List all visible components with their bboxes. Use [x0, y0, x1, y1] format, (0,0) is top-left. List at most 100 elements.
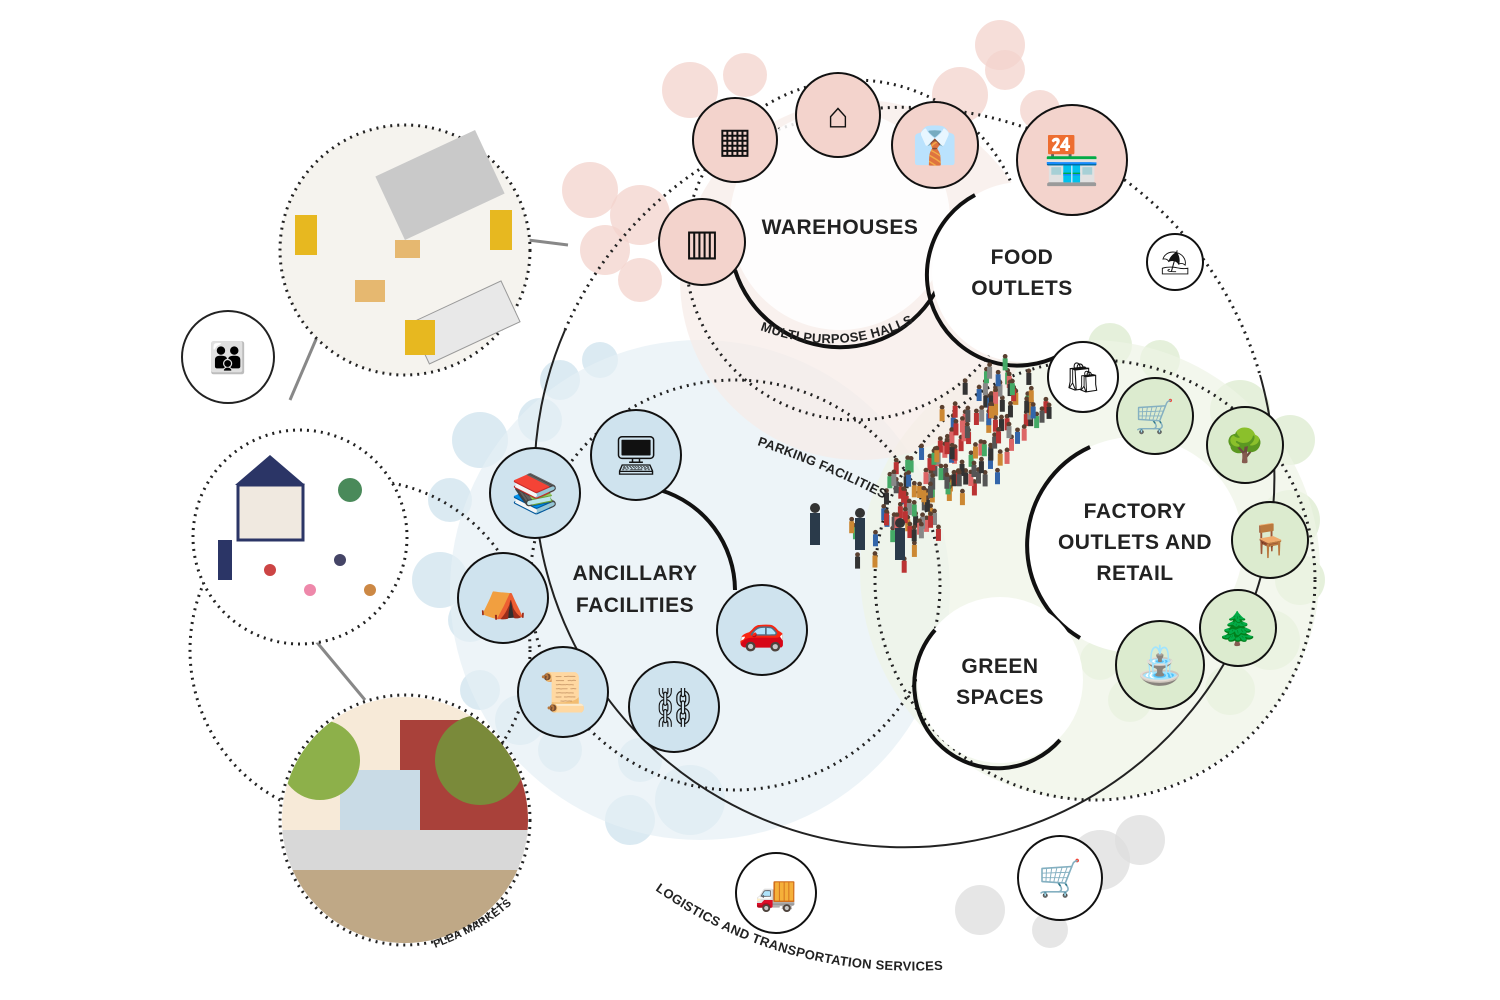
crowd-person: [902, 506, 908, 524]
factory-label-1: FACTORY: [1084, 500, 1187, 523]
crowd-person: [872, 529, 878, 547]
bubble: [610, 185, 670, 245]
bubble: [955, 885, 1005, 935]
flea-market-illustration: [278, 693, 532, 947]
crowd-person: [962, 378, 968, 395]
bubble: [985, 50, 1025, 90]
warehouse-building-icon: ⌂: [795, 72, 881, 158]
hand-trolley-icon: 🛒: [1017, 835, 1103, 921]
truck-icon: 🚚: [735, 852, 817, 934]
crowd-person: [993, 387, 999, 404]
crowd-person: [1002, 353, 1008, 371]
svg-text:📚: 📚: [511, 473, 559, 516]
crowd-person: [1028, 385, 1034, 403]
bubble: [723, 53, 767, 97]
crowd-person: [959, 488, 965, 506]
crowd-person: [1039, 406, 1045, 423]
crowd-person: [1004, 447, 1010, 464]
crowd-person: [976, 384, 982, 402]
crowd-person: [891, 469, 897, 486]
bubble: [580, 225, 630, 275]
svg-text:🪑: 🪑: [1250, 521, 1290, 559]
crowd-person: [872, 551, 878, 568]
crowd-person: [988, 444, 994, 461]
crowd-person: [881, 503, 887, 521]
crowd-person: [949, 442, 955, 460]
factory-label-2: OUTLETS AND: [1058, 531, 1212, 554]
svg-text:🛒: 🛒: [1038, 858, 1082, 899]
crowd-person: [928, 511, 934, 528]
warehouses-label: WAREHOUSES: [762, 216, 919, 239]
crowd-person: [1009, 378, 1015, 396]
svg-text:⛱: ⛱: [1160, 249, 1190, 276]
crowd-person: [911, 500, 917, 517]
crowd-person: [883, 509, 889, 526]
svg-text:👔: 👔: [912, 124, 958, 166]
food-label-1: FOOD: [991, 246, 1054, 269]
vehicle-parking-icon: 🚗: [716, 584, 808, 676]
crowd-person: [937, 436, 943, 453]
crowd-person: [953, 418, 959, 436]
crowd-person: [949, 427, 955, 444]
svg-text:🌲: 🌲: [1218, 609, 1258, 647]
svg-text:👪: 👪: [209, 340, 246, 375]
crowd-person: [1015, 427, 1021, 444]
svg-text:🚚: 🚚: [755, 875, 797, 913]
crowd-illustration: [810, 353, 1075, 573]
crowd-person: [959, 459, 965, 476]
svg-text:🚗: 🚗: [738, 610, 786, 653]
crowd-person: [1026, 368, 1032, 385]
zone-ancillary: [659, 488, 737, 591]
zone-green-spaces: [912, 597, 1083, 771]
crowd-person: [921, 485, 927, 503]
crowd-person: [887, 471, 893, 489]
connector: [313, 639, 367, 701]
crowd-person: [935, 524, 941, 541]
svg-text:⛲: ⛲: [1137, 644, 1184, 688]
crowd-person: [901, 486, 907, 503]
crowd-person: [893, 457, 899, 475]
bubble: [1115, 815, 1165, 865]
stage-icon: ⛺: [457, 552, 549, 644]
crowd-person: [978, 456, 984, 474]
svg-text:🛍: 🛍: [1064, 362, 1102, 395]
crowd-person: [924, 515, 930, 532]
svg-text:🌳: 🌳: [1225, 425, 1265, 464]
green-label-2: SPACES: [956, 686, 1044, 709]
tree-park-icon: 🌳: [1206, 406, 1284, 484]
crowd-person: [911, 524, 917, 542]
main-circle-dotted: [563, 105, 1262, 376]
connector: [527, 238, 569, 247]
crowd-person: [938, 463, 944, 481]
logistics-illustration: [278, 123, 532, 377]
crowd-person: [981, 439, 987, 457]
crowd-person: [944, 472, 950, 489]
crowd-person: [988, 401, 994, 418]
crowd-person: [944, 437, 950, 455]
zone-factory-outlets: [1025, 437, 1243, 653]
walking-person: [810, 503, 820, 545]
crowd-person: [906, 498, 912, 516]
library-icon: 📚: [489, 447, 581, 539]
crowd-person: [1046, 402, 1052, 419]
walking-person: [855, 508, 865, 550]
crowd-person: [1024, 396, 1030, 413]
bubble: [618, 258, 662, 302]
crowd-person: [855, 552, 861, 569]
svg-text:▦: ▦: [718, 121, 752, 161]
crowd-person: [994, 467, 1000, 485]
bubble: [428, 478, 472, 522]
crowd-person: [1021, 424, 1027, 441]
crowd-person: [996, 426, 1002, 444]
scroll-icon: 📜: [517, 646, 609, 738]
market-stall-illustration: [191, 428, 409, 646]
crowd-person: [934, 445, 940, 463]
crowd-person: [951, 469, 957, 487]
crowd-person: [992, 415, 998, 432]
crowd-person: [964, 421, 970, 439]
crowd-person: [923, 467, 929, 485]
shopper-icon: 🛍: [1047, 341, 1119, 413]
connector: [288, 329, 322, 401]
svg-text:⛺: ⛺: [479, 578, 527, 621]
